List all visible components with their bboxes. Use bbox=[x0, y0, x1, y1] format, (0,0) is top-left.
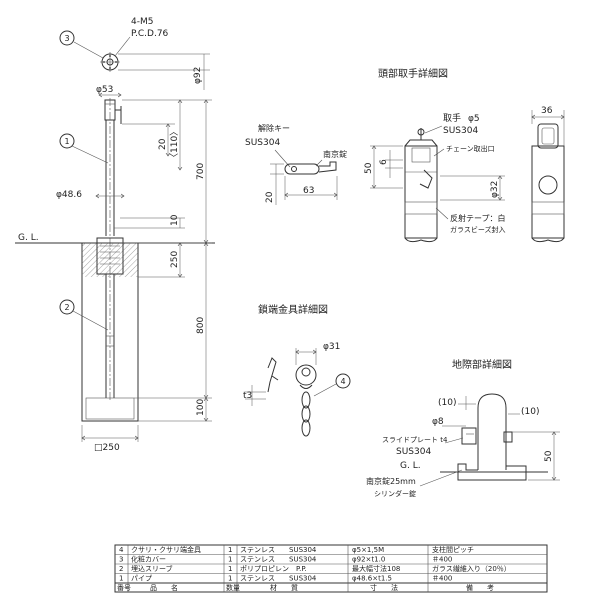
slide-plate-sus: SUS304 bbox=[396, 447, 431, 457]
part-2-number: 2 bbox=[64, 303, 69, 312]
glass-beads-label: ガラスビーズ封入 bbox=[450, 225, 506, 234]
row4-spec: φ5×1,5M bbox=[352, 546, 384, 554]
row1-no: 1 bbox=[119, 575, 123, 583]
hdr-name: 品 名 bbox=[150, 583, 178, 592]
dim-250-text: 250 bbox=[170, 251, 180, 268]
release-key: 解除キー SUS304 南京錠 63 20 bbox=[245, 123, 347, 205]
reflect-tape-label: 反射テープ：白 bbox=[450, 213, 506, 223]
right-dims: 20 〈110〉 700 10 250 800 100 bbox=[114, 100, 212, 421]
dim-20-text: 20 bbox=[158, 138, 168, 150]
head-side-view: 36 bbox=[532, 106, 564, 243]
dim-sq250-text: □250 bbox=[94, 443, 120, 453]
part-2-balloon bbox=[59, 299, 75, 315]
row3-qty: 1 bbox=[228, 556, 232, 564]
cylinder-label: シリンダー錠 bbox=[374, 489, 416, 498]
part-3-balloon bbox=[59, 30, 75, 46]
main-elevation: 4-M5 P.C.D.76 3 φ92 φ53 1 bbox=[15, 17, 215, 453]
key-63-text: 63 bbox=[303, 186, 314, 196]
head-6-text: 6 bbox=[379, 159, 389, 165]
release-key-sus: SUS304 bbox=[245, 138, 280, 148]
row1-qty: 1 bbox=[228, 575, 232, 583]
ground-10a-text: (10) bbox=[438, 398, 456, 408]
lock-label: 南京錠 bbox=[323, 149, 347, 159]
row4-note: 支柱間ピッチ bbox=[432, 545, 474, 554]
row3-no: 3 bbox=[119, 556, 123, 564]
dim-phi92-text: φ92 bbox=[193, 67, 203, 84]
head-handle-title: 頭部取手詳細図 bbox=[378, 67, 448, 80]
part-1-number: 1 bbox=[64, 137, 69, 146]
dim-10-text: 10 bbox=[170, 214, 180, 226]
m5-label: 4-M5 bbox=[131, 17, 153, 27]
lock-fitting-title: 鎖端金具詳細図 bbox=[258, 303, 328, 316]
gl-detail-label: G. L. bbox=[400, 461, 421, 471]
row2-no: 2 bbox=[119, 565, 123, 573]
key-20-text: 20 bbox=[265, 191, 275, 203]
dim-800-text: 800 bbox=[196, 317, 206, 334]
chain-outlet-label: チェーン取出口 bbox=[446, 144, 495, 153]
row1-spec: φ48.6×t1.5 bbox=[352, 575, 392, 583]
release-key-label: 解除キー bbox=[258, 123, 290, 133]
lock-fitting-detail: 鎖端金具詳細図 t3 φ31 4 bbox=[243, 303, 351, 437]
padlock-label: 南京錠25mm bbox=[366, 476, 416, 486]
row4-name: クサリ・クサリ端金具 bbox=[131, 545, 201, 554]
lock-phi31-text: φ31 bbox=[323, 342, 340, 352]
cover-plate-plan: 4-M5 P.C.D.76 3 bbox=[59, 17, 169, 72]
ground-section-detail: 地際部詳細図 (10) (10) φ8 スライドプレート t4 SUS304 G… bbox=[366, 358, 560, 498]
hdr-note: 備 考 bbox=[466, 583, 494, 592]
row4-no: 4 bbox=[119, 546, 124, 554]
ground-50-text: 50 bbox=[544, 450, 554, 462]
row1-material: ステンレス SUS304 bbox=[240, 575, 317, 583]
part-4-number: 4 bbox=[340, 377, 345, 386]
row3-spec: φ92×t1.0 bbox=[352, 556, 385, 564]
side-36-text: 36 bbox=[541, 106, 553, 116]
dim-phi92: φ92 bbox=[118, 53, 210, 90]
row1-name: パイプ bbox=[131, 575, 152, 583]
row1-note: ＃400 bbox=[432, 575, 452, 583]
row2-note: ガラス繊維入り（20％） bbox=[432, 564, 511, 573]
dim-100-text: 100 bbox=[196, 399, 206, 416]
dim-110-text: 〈110〉 bbox=[169, 127, 180, 162]
dim-700-text: 700 bbox=[196, 163, 206, 180]
handle-label: 取手 bbox=[443, 112, 461, 124]
ground-10b-text: (10) bbox=[521, 407, 539, 417]
row3-note: ＃400 bbox=[432, 556, 452, 564]
row2-spec: 最大幅寸法108 bbox=[352, 564, 400, 573]
head-front-view: 取手 φ5 SUS304 チェーン取出口 反射テープ：白 ガラスビーズ封入 50… bbox=[364, 112, 506, 243]
head-50-text: 50 bbox=[364, 162, 374, 174]
row4-qty: 1 bbox=[228, 546, 232, 554]
dim-phi53-text: φ53 bbox=[96, 85, 113, 95]
hdr-material: 材 質 bbox=[270, 583, 298, 592]
handle-sus-label: SUS304 bbox=[443, 126, 478, 136]
row2-name: 埋込スリーブ bbox=[131, 564, 173, 573]
parts-table: 4 クサリ・クサリ端金具 1 ステンレス SUS304 φ5×1,5M 支柱間ピ… bbox=[114, 544, 548, 593]
row2-qty: 1 bbox=[228, 565, 232, 573]
head-handle-detail: 頭部取手詳細図 解除キー SUS304 南京錠 63 20 bbox=[245, 67, 564, 243]
part-4-balloon bbox=[335, 373, 351, 389]
part-1-balloon bbox=[59, 133, 75, 149]
dim-phi53: φ53 bbox=[96, 85, 121, 95]
dim-phi486-text: φ48.6 bbox=[56, 190, 82, 200]
row4-material: ステンレス SUS304 bbox=[240, 546, 317, 554]
hdr-no: 番号 bbox=[117, 584, 131, 592]
row3-material: ステンレス SUS304 bbox=[240, 556, 317, 564]
pcd-label: P.C.D.76 bbox=[131, 29, 169, 39]
lock-t3-text: t3 bbox=[243, 391, 252, 401]
hdr-spec: 寸 法 bbox=[370, 583, 398, 592]
handle-phi-label: φ5 bbox=[468, 114, 480, 124]
ground-section-title: 地際部詳細図 bbox=[452, 358, 512, 371]
gl-main-label: G. L. bbox=[18, 233, 39, 243]
row3-name: 化粧カバー bbox=[131, 555, 166, 564]
hdr-qty: 数量 bbox=[226, 583, 240, 592]
part-3-number: 3 bbox=[64, 34, 69, 43]
head-phi32-text: φ32 bbox=[490, 181, 500, 198]
slide-plate-label: スライドプレート t4 bbox=[382, 436, 448, 444]
row2-material: ポリプロピレン P.P. bbox=[240, 565, 307, 573]
ground-phi8-text: φ8 bbox=[432, 417, 444, 427]
